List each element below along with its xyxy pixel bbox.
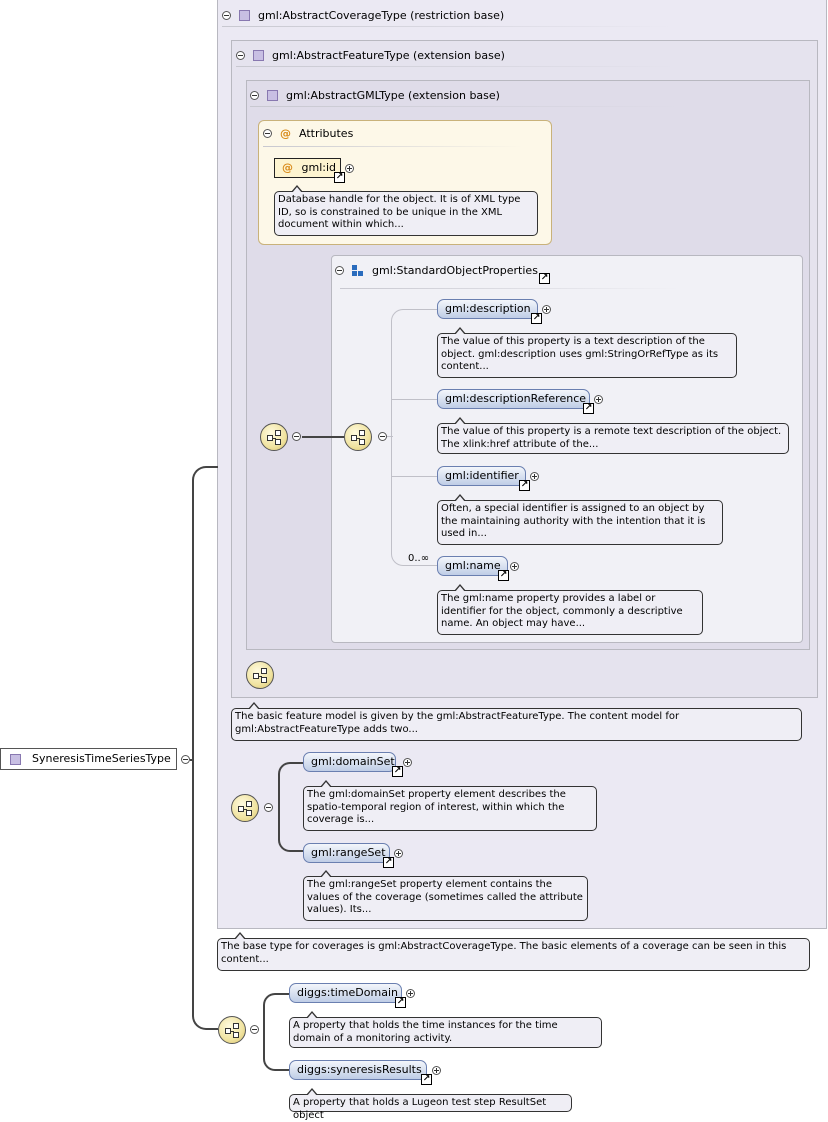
expand-icon[interactable] bbox=[530, 472, 539, 481]
gml-type-header-label: gml:AbstractGMLType (extension base) bbox=[286, 89, 500, 102]
link-icon[interactable]: ↗ bbox=[421, 1074, 432, 1085]
expand-icon[interactable] bbox=[432, 1066, 441, 1075]
link-icon[interactable]: ↗ bbox=[519, 480, 530, 491]
collapse-icon[interactable] bbox=[181, 755, 190, 764]
expand-icon[interactable] bbox=[594, 395, 603, 404]
element-doc: The gml:name property provides a label o… bbox=[437, 584, 703, 635]
expand-icon[interactable] bbox=[542, 305, 551, 314]
collapse-icon[interactable] bbox=[222, 11, 231, 20]
expand-icon[interactable] bbox=[394, 849, 403, 858]
group-icon bbox=[352, 264, 364, 277]
sequence-icon[interactable] bbox=[231, 794, 259, 822]
element-label: gml:identifier bbox=[445, 469, 519, 482]
sequence-icon[interactable] bbox=[344, 423, 372, 451]
divider bbox=[263, 146, 523, 147]
divider bbox=[236, 66, 676, 67]
type-icon bbox=[239, 10, 250, 21]
connector-bracket bbox=[391, 309, 437, 566]
expand-icon[interactable] bbox=[510, 562, 519, 571]
feature-header-label: gml:AbstractFeatureType (extension base) bbox=[272, 49, 505, 62]
element-label: gml:description bbox=[445, 302, 531, 315]
connector-line bbox=[387, 436, 393, 437]
attributes-header[interactable]: @ Attributes bbox=[263, 127, 353, 140]
link-icon[interactable]: ↗ bbox=[498, 570, 509, 581]
collapse-icon[interactable] bbox=[335, 266, 344, 275]
element-label: gml:descriptionReference bbox=[445, 392, 587, 405]
element-label: diggs:timeDomain bbox=[297, 986, 398, 999]
attribute-icon: @ bbox=[282, 161, 293, 174]
element-gml-range-set[interactable]: gml:rangeSet bbox=[303, 843, 390, 863]
element-doc: A property that holds a Lugeon test step… bbox=[289, 1088, 572, 1121]
element-doc: The gml:domainSet property element descr… bbox=[303, 780, 597, 831]
element-gml-identifier[interactable]: gml:identifier bbox=[437, 466, 526, 486]
link-icon[interactable]: ↗ bbox=[334, 172, 345, 183]
sequence-icon[interactable] bbox=[260, 423, 288, 451]
element-label: gml:rangeSet bbox=[311, 846, 386, 859]
element-label: gml:domainSet bbox=[311, 755, 395, 768]
expand-icon[interactable] bbox=[406, 989, 415, 998]
sequence-icon[interactable] bbox=[246, 661, 274, 689]
divider bbox=[250, 106, 680, 107]
link-icon[interactable]: ↗ bbox=[539, 273, 550, 284]
root-type[interactable]: SyneresisTimeSeriesType bbox=[0, 748, 177, 770]
coverage-header[interactable]: gml:AbstractCoverageType (restriction ba… bbox=[222, 9, 504, 22]
element-label: gml:name bbox=[445, 559, 501, 572]
sequence-icon[interactable] bbox=[218, 1016, 246, 1044]
connector-line bbox=[302, 436, 344, 438]
divider bbox=[222, 26, 672, 27]
collapse-icon[interactable] bbox=[378, 432, 387, 441]
collapse-icon[interactable] bbox=[263, 129, 272, 138]
type-icon bbox=[10, 754, 21, 765]
link-icon[interactable]: ↗ bbox=[583, 403, 594, 414]
link-icon[interactable]: ↗ bbox=[531, 313, 542, 324]
element-label: diggs:syneresisResults bbox=[297, 1063, 422, 1076]
gml-id-label: gml:id bbox=[301, 161, 337, 174]
element-gml-description[interactable]: gml:description bbox=[437, 299, 538, 319]
gml-type-header[interactable]: gml:AbstractGMLType (extension base) bbox=[250, 89, 500, 102]
element-gml-name[interactable]: gml:name bbox=[437, 556, 508, 576]
collapse-icon[interactable] bbox=[236, 51, 245, 60]
element-doc: A property that holds the time instances… bbox=[289, 1011, 602, 1048]
gml-id-attribute[interactable]: @ gml:id bbox=[274, 158, 341, 178]
root-type-label: SyneresisTimeSeriesType bbox=[32, 752, 171, 765]
connector-bracket bbox=[192, 466, 218, 1030]
connector-line bbox=[391, 476, 437, 477]
link-icon[interactable]: ↗ bbox=[392, 766, 403, 777]
gml-id-doc: Database handle for the object. It is of… bbox=[274, 185, 538, 236]
cardinality-label: 0..∞ bbox=[408, 553, 430, 564]
element-doc: The value of this property is a text des… bbox=[437, 327, 737, 378]
link-icon[interactable]: ↗ bbox=[395, 997, 406, 1008]
feature-header[interactable]: gml:AbstractFeatureType (extension base) bbox=[236, 49, 505, 62]
connector-bracket bbox=[278, 762, 304, 852]
connector-line bbox=[391, 399, 437, 400]
divider bbox=[340, 288, 680, 289]
connector-line bbox=[190, 759, 194, 761]
expand-icon[interactable] bbox=[403, 758, 412, 767]
element-gml-domain-set[interactable]: gml:domainSet bbox=[303, 752, 396, 772]
coverage-doc: The base type for coverages is gml:Abstr… bbox=[217, 932, 810, 971]
coverage-header-label: gml:AbstractCoverageType (restriction ba… bbox=[258, 9, 505, 22]
element-diggs-time-domain[interactable]: diggs:timeDomain bbox=[289, 983, 402, 1003]
element-doc: Often, a special identifier is assigned … bbox=[437, 494, 723, 545]
element-doc: The value of this property is a remote t… bbox=[437, 417, 789, 454]
element-diggs-syneresis-results[interactable]: diggs:syneresisResults bbox=[289, 1060, 427, 1080]
element-doc: The gml:rangeSet property element contai… bbox=[303, 870, 588, 921]
standard-props-header[interactable]: gml:StandardObjectProperties bbox=[335, 264, 538, 277]
link-icon[interactable]: ↗ bbox=[383, 857, 394, 868]
collapse-icon[interactable] bbox=[264, 803, 273, 812]
type-icon bbox=[253, 50, 264, 61]
attributes-label: Attributes bbox=[299, 127, 354, 140]
feature-doc: The basic feature model is given by the … bbox=[231, 702, 802, 741]
type-icon bbox=[267, 90, 278, 101]
attribute-icon: @ bbox=[280, 127, 291, 140]
collapse-icon[interactable] bbox=[292, 432, 301, 441]
collapse-icon[interactable] bbox=[250, 91, 259, 100]
expand-icon[interactable] bbox=[345, 164, 354, 173]
element-gml-description-reference[interactable]: gml:descriptionReference bbox=[437, 389, 590, 409]
connector-bracket bbox=[263, 993, 289, 1071]
collapse-icon[interactable] bbox=[250, 1025, 259, 1034]
standard-props-label: gml:StandardObjectProperties bbox=[372, 264, 538, 277]
